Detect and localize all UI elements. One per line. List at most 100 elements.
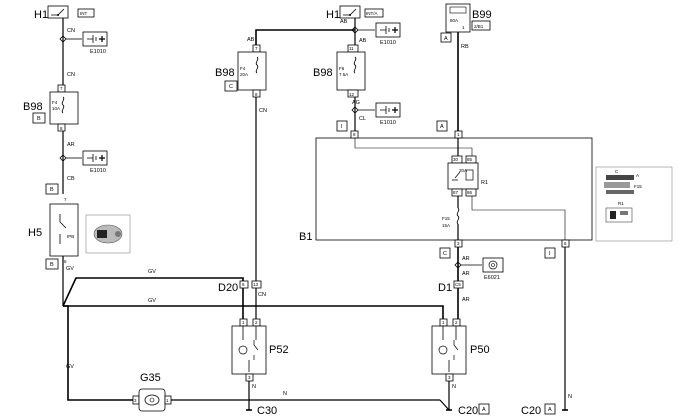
svg-text:6: 6 — [564, 241, 567, 246]
h1-mid-tag: INT/A — [366, 11, 378, 16]
g35-label: G35 — [140, 372, 161, 384]
svg-text:F6: F6 — [339, 66, 345, 71]
b1-label: B1 — [299, 231, 312, 243]
svg-text:8: 8 — [60, 126, 63, 131]
svg-text:87: 87 — [453, 190, 459, 195]
svg-text:85: 85 — [467, 157, 473, 162]
wire-n-2: N — [252, 384, 256, 390]
svg-text:C: C — [443, 251, 447, 257]
b99-label: B99 — [472, 9, 492, 21]
svg-text:30A: 30A — [459, 168, 467, 173]
svg-text:7: 7 — [255, 46, 258, 51]
svg-text:8: 8 — [255, 92, 258, 97]
wire-ab-1: AB — [247, 37, 255, 43]
ground-e1010-b-label: E1010 — [90, 168, 106, 174]
svg-text:1: 1 — [166, 398, 169, 403]
wire-gv-2: GV — [148, 269, 156, 275]
wire-ag: AG — [352, 100, 360, 106]
d20-label: D20 — [218, 282, 238, 294]
wire-ab-2: AB — [340, 19, 348, 25]
p52-label: P52 — [269, 344, 289, 356]
h1-left-tag: INT — [80, 11, 88, 16]
svg-text:1: 1 — [462, 25, 465, 30]
svg-text:11: 11 — [349, 46, 354, 51]
ground-e1010-c: E1010 — [375, 22, 401, 46]
h1-mid-label: H1 — [326, 9, 340, 21]
svg-text:6: 6 — [242, 282, 245, 287]
svg-text:7: 7 — [60, 86, 63, 91]
h5-label: H5 — [28, 227, 42, 239]
h1-left-label: H1 — [34, 9, 48, 21]
svg-text:A: A — [444, 36, 448, 42]
h5-thumbnail-icon — [85, 214, 131, 254]
b1-inset-thumbnail: C A F15 R1 — [595, 166, 673, 242]
wire-ar-1: AR — [67, 142, 75, 148]
wire-cl: CL — [359, 116, 366, 122]
svg-text:3: 3 — [134, 398, 137, 403]
wire-n-1: N — [283, 391, 287, 397]
wire-cn-2: CN — [67, 72, 75, 78]
b98-f4-label: B98 — [215, 67, 235, 79]
svg-text:IPB: IPB — [67, 234, 74, 239]
svg-text:6: 6 — [64, 259, 67, 264]
wire-gv-3: GV — [148, 298, 156, 304]
svg-text:C: C — [229, 84, 233, 90]
svg-text:A: A — [548, 407, 552, 413]
wire-rb: RB — [461, 44, 469, 50]
wire-ar-4: AR — [462, 297, 470, 303]
svg-text:2: 2 — [255, 320, 258, 325]
ground-e1010-c-label: E1010 — [380, 40, 396, 46]
svg-text:13: 13 — [253, 282, 259, 287]
svg-text:3: 3 — [457, 241, 460, 246]
b98-f4-fuse: B98 C 7 F4 20A 8 — [215, 44, 267, 98]
p50-component: 1 2 P50 3 — [431, 318, 490, 382]
wire-ar-3: AR — [462, 271, 470, 277]
svg-text:A: A — [636, 173, 639, 178]
ground-e1010-d: E1010 — [375, 102, 401, 126]
svg-text:8: 8 — [353, 132, 356, 137]
d1-label: D1 — [438, 282, 452, 294]
b98-f6-label: B98 — [313, 67, 333, 79]
h1-mid-switch: H1 INT/A — [326, 5, 384, 21]
svg-text:86: 86 — [467, 190, 473, 195]
svg-text:20A: 20A — [240, 72, 248, 77]
svg-text:C: C — [615, 169, 619, 174]
c20b-label: C20 — [521, 405, 541, 417]
svg-text:F4: F4 — [240, 66, 246, 71]
svg-text:B: B — [50, 262, 54, 268]
wire-gv-4: GV — [66, 364, 74, 370]
svg-text:I: I — [341, 124, 343, 130]
svg-text:F4: F4 — [52, 100, 58, 105]
wire-ar-2: AR — [462, 256, 470, 262]
h1-left-switch: H1 INT — [34, 5, 95, 21]
svg-text:F15: F15 — [442, 216, 450, 221]
wire-cb: CB — [67, 176, 75, 182]
b98-left-label: B98 — [23, 101, 43, 113]
svg-text:F15: F15 — [634, 184, 642, 189]
h5-switch: B 7 IPB H5 B 6 — [28, 183, 79, 270]
ground-e1010-a: E1010 — [82, 31, 108, 55]
c30-label: C30 — [257, 405, 277, 417]
ground-e1010-b: E1010 — [82, 150, 108, 174]
svg-text:80A: 80A — [450, 18, 458, 23]
b1-box: B1 8 1 30 85 30A R1 87 86 F15 15A 3 6 — [299, 130, 593, 248]
b98-f6-fuse: B98 11 F6 7.5A 12 — [313, 44, 366, 98]
b98-left-fuse: B98 B 7 F4 10A 8 — [23, 84, 79, 132]
ground-e6021: E6021 — [482, 257, 504, 281]
wire-cn-1: CN — [67, 28, 75, 34]
svg-text:I: I — [549, 251, 551, 257]
svg-text:2/B1: 2/B1 — [474, 24, 484, 29]
b1-relay-r1: R1 — [481, 180, 488, 186]
b99-fuse: 80A 1 B99 2/B1 A — [440, 3, 492, 43]
svg-text:15A: 15A — [442, 223, 450, 228]
svg-text:7: 7 — [64, 197, 67, 202]
svg-text:1: 1 — [442, 320, 445, 325]
c20a-label: C20 — [458, 405, 478, 417]
svg-text:R1: R1 — [618, 201, 624, 206]
ground-e1010-d-label: E1010 — [380, 120, 396, 126]
g35-connector: G35 3 1 — [132, 372, 172, 412]
ground-e1010-a-label: E1010 — [90, 49, 106, 55]
wire-cn-4: CN — [258, 292, 266, 298]
svg-text:30: 30 — [453, 157, 459, 162]
svg-text:12: 12 — [349, 92, 355, 97]
